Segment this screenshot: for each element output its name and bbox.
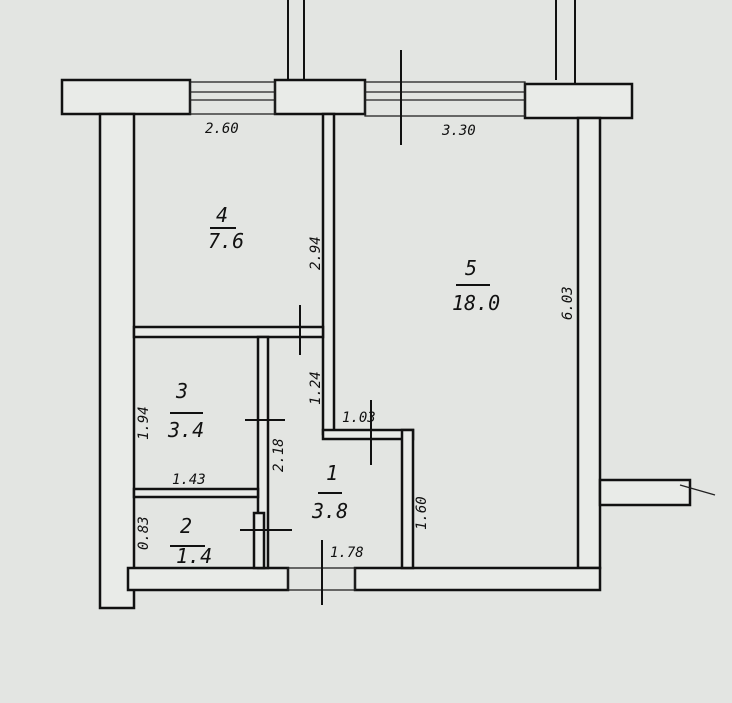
dim-corridor-upper: 1.24 [308, 371, 324, 405]
dim-top-left: 2.60 [205, 121, 239, 137]
room-number: 2 [180, 514, 192, 538]
dim-room3-width: 1.43 [172, 472, 206, 488]
window-right [364, 50, 526, 145]
room-number: 4 [216, 203, 228, 227]
dim-room1-side: 2.18 [271, 438, 287, 472]
right-wall [576, 116, 716, 570]
room-number: 1 [326, 461, 338, 485]
room-area: 1.4 [176, 544, 212, 568]
room-area: 7.6 [208, 229, 244, 253]
room-area: 3.8 [311, 499, 348, 523]
room-area: 3.4 [167, 418, 204, 442]
room-3: 3 3.4 [167, 379, 204, 442]
dim-room1-right: 1.60 [414, 496, 430, 530]
dim-room2-height: 0.83 [136, 516, 152, 550]
room-1: 1 3.8 [311, 461, 348, 523]
left-wall [98, 112, 136, 610]
room-5: 5 18.0 [452, 256, 500, 315]
top-wall [60, 78, 634, 120]
upper-walls [287, 0, 576, 85]
room-number: 3 [175, 379, 188, 403]
room-4: 4 7.6 [208, 203, 244, 253]
interior-walls [132, 112, 415, 570]
dim-top-right: 3.30 [441, 123, 476, 139]
dim-room5-height: 6.03 [560, 286, 576, 320]
dim-room3-height: 1.94 [136, 406, 152, 440]
dim-room4-height: 2.94 [308, 236, 324, 270]
room-area: 18.0 [452, 291, 500, 315]
room-number: 5 [465, 256, 477, 280]
bottom-wall [126, 540, 602, 605]
dim-room1-bottom: 1.78 [330, 545, 364, 561]
dim-corridor-width: 1.03 [342, 410, 376, 426]
room-2: 2 1.4 [170, 514, 212, 568]
window-left [189, 81, 276, 115]
